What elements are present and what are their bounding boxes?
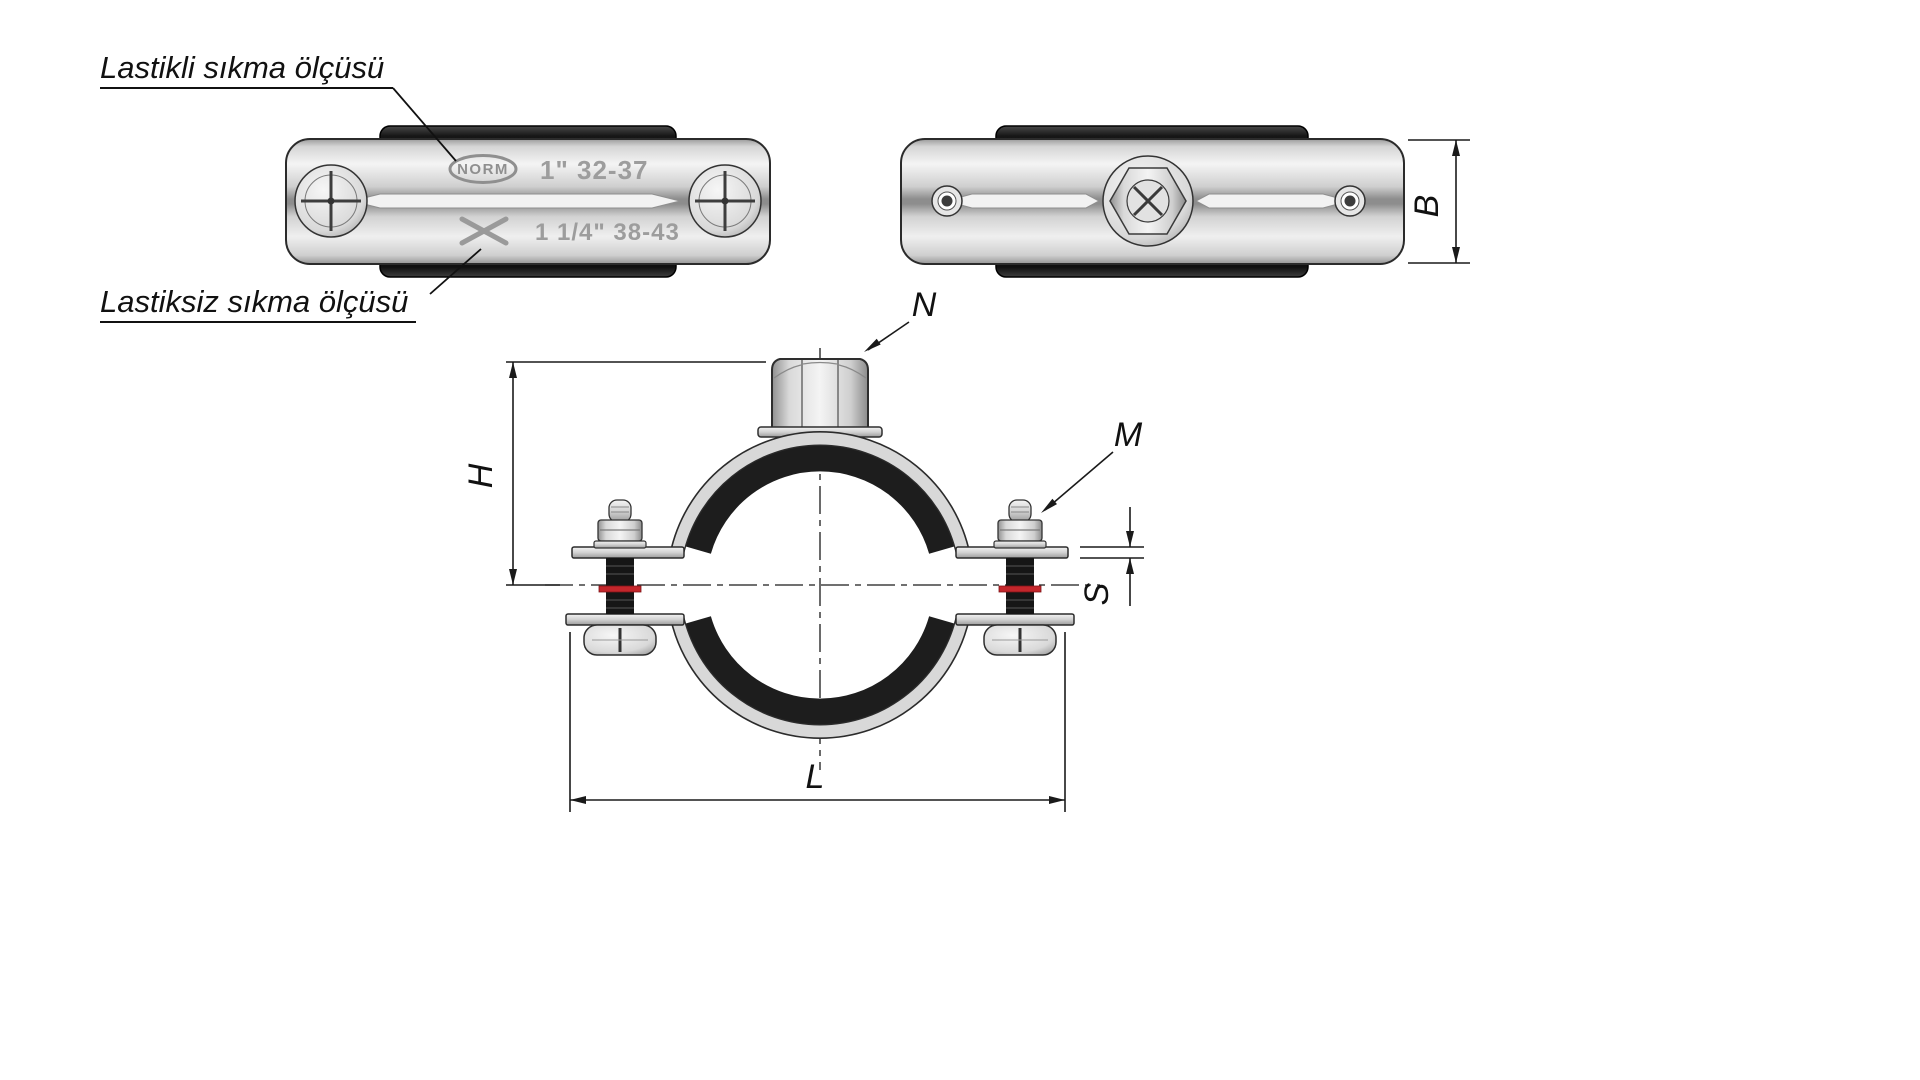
- washer: [593, 540, 647, 549]
- rivet-hole-left: [931, 185, 963, 217]
- red-washer: [598, 585, 642, 593]
- metal-band-lower: [670, 614, 970, 739]
- dimension-B: B: [1408, 139, 1470, 264]
- callout-N: N: [864, 286, 937, 352]
- arrowhead: [1041, 498, 1057, 513]
- weld-nut-boss: [1102, 155, 1194, 247]
- dim-H-label: H: [462, 463, 500, 488]
- stud-end: [608, 499, 632, 523]
- arrowhead: [1126, 558, 1134, 574]
- front-view: [545, 348, 1100, 770]
- dimension-H: H: [462, 361, 766, 586]
- arrowhead: [570, 796, 586, 804]
- flange-upper-left: [571, 546, 685, 559]
- arrowhead: [1126, 531, 1134, 547]
- washer: [993, 540, 1047, 549]
- clamp-screw-left: [583, 499, 657, 656]
- rear-view: [900, 125, 1405, 278]
- arrowhead: [1049, 796, 1065, 804]
- flange-upper-right: [955, 546, 1069, 559]
- callout-with-rubber-label: Lastikli sıkma ölçüsü: [100, 50, 384, 85]
- top-hex-nut: [757, 358, 883, 438]
- dim-L-label: L: [806, 758, 825, 796]
- metal-band-upper: [670, 431, 970, 556]
- stud-end: [1008, 499, 1032, 523]
- callout-with-rubber: Lastikli sıkma ölçüsü: [100, 50, 457, 162]
- rubber-ring-upper: [684, 444, 956, 554]
- flange-lower-right: [955, 613, 1075, 626]
- crossed-tools-icon: [459, 216, 509, 246]
- brand-logo: NORM: [448, 154, 518, 184]
- dimension-L: L: [569, 632, 1066, 812]
- side-view: NORM 1" 32-37 1 1/4" 38-43: [285, 125, 771, 278]
- rubber-ring-lower: [684, 616, 956, 726]
- arrowhead: [509, 362, 517, 378]
- band-seam-gap: [351, 193, 681, 209]
- dim-M-label: M: [1114, 416, 1143, 454]
- end-screw-left: [294, 164, 368, 238]
- size-marking-bottom: 1 1/4" 38-43: [535, 219, 680, 246]
- dim-B-label: B: [1408, 195, 1446, 218]
- flange-lower-left: [565, 613, 685, 626]
- callout-leader-line: [429, 248, 482, 295]
- dim-N-label: N: [912, 286, 937, 324]
- callout-leader-line: [392, 87, 457, 162]
- red-washer: [998, 585, 1042, 593]
- arrowhead: [864, 338, 881, 352]
- arrowhead: [1452, 140, 1460, 156]
- dimension-S: S: [1078, 507, 1144, 606]
- callout-M: M: [1041, 416, 1143, 513]
- rivet-hole-right: [1334, 185, 1366, 217]
- arrowhead: [509, 569, 517, 585]
- band-seam-gap: [1194, 193, 1351, 209]
- size-marking-top: 1" 32-37: [540, 155, 649, 185]
- dim-S-label: S: [1078, 582, 1116, 605]
- callout-without-rubber-label: Lastiksiz sıkma ölçüsü: [100, 284, 408, 319]
- end-screw-right: [688, 164, 762, 238]
- arrowhead: [1452, 247, 1460, 263]
- leader-line: [1044, 451, 1114, 511]
- band-seam-gap: [944, 193, 1101, 209]
- callout-without-rubber: Lastiksiz sıkma ölçüsü: [100, 248, 482, 323]
- clamp-screw-right: [983, 499, 1057, 656]
- brand-logo-text: NORM: [457, 161, 509, 178]
